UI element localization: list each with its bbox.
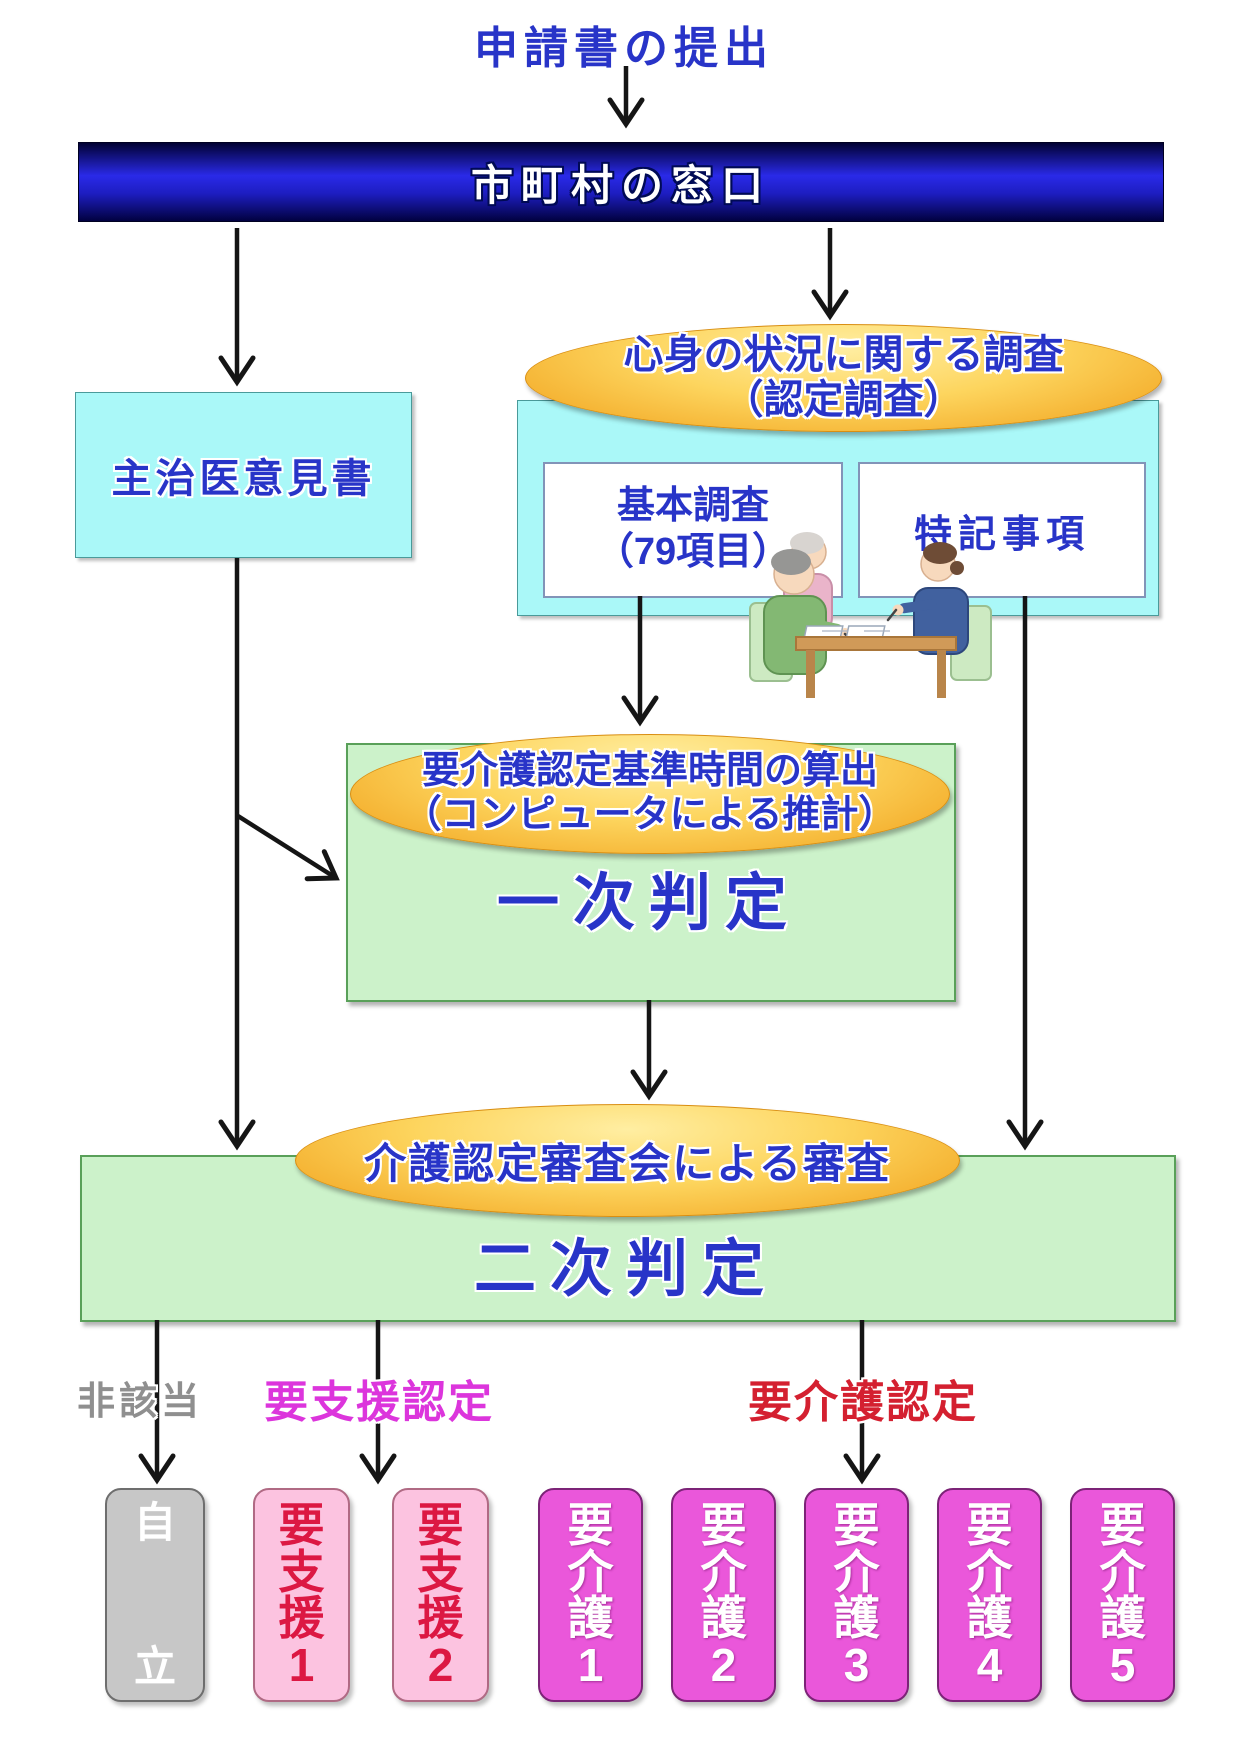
interview-illustration: [749, 532, 992, 698]
pill-character: 介: [966, 1545, 1013, 1598]
pill-character: 介: [833, 1545, 880, 1598]
pill-character: 要: [966, 1499, 1013, 1551]
pill-character: 5: [1109, 1638, 1136, 1691]
pill-character: 3: [843, 1638, 870, 1691]
pill-character: 護: [567, 1592, 614, 1645]
doctor-opinion-label: 主治医意見書: [111, 457, 376, 501]
pill-character: 要: [700, 1499, 747, 1551]
survey-oval-line2: （認定調査）: [723, 378, 964, 422]
calc-oval: 要介護認定基準時間の算出 （コンピュータによる推計）: [350, 734, 950, 854]
pill-character: 要: [833, 1499, 880, 1551]
pill-character: 護: [833, 1592, 880, 1645]
review-oval-label: 介護認定審査会による審査: [364, 1140, 891, 1187]
basic-survey-line2: （79項目）: [595, 531, 791, 573]
pill-character: 支: [417, 1545, 464, 1598]
pill-character: 支: [278, 1545, 325, 1598]
review-oval: 介護認定審査会による審査: [295, 1104, 960, 1217]
pill-character: 1: [288, 1638, 315, 1691]
pill-character: 護: [966, 1592, 1013, 1645]
outcome-label-care: 要介護認定: [748, 1378, 978, 1427]
pill-character: 介: [1099, 1545, 1146, 1598]
pill-character: 介: [567, 1545, 614, 1598]
pill-character: 2: [427, 1638, 454, 1691]
pill-character: 介: [700, 1545, 747, 1598]
pill-character: 護: [1099, 1592, 1146, 1645]
pill-character: 2: [710, 1638, 737, 1691]
secondary-judgment-label: 二次判定: [473, 1235, 778, 1304]
pill-character: 要: [567, 1499, 614, 1551]
pill-character: 立: [133, 1643, 176, 1690]
calc-oval-line2: （コンピュータによる推計）: [403, 794, 897, 836]
page-title: 申請書の提出: [474, 24, 774, 73]
pill-character: 援: [278, 1592, 325, 1645]
pill-character: 自: [133, 1499, 176, 1546]
pill-character: 要: [417, 1499, 464, 1551]
survey-oval-line1: 心身の状況に関する調査: [623, 333, 1064, 378]
pill-character: 護: [700, 1592, 747, 1645]
outcome-pill-independent: 自立: [105, 1488, 205, 1702]
pill-character: 1: [577, 1638, 604, 1691]
calc-oval-line1: 要介護認定基準時間の算出: [421, 750, 878, 793]
doctor-opinion-box: 主治医意見書: [75, 392, 412, 558]
pill-character: 4: [976, 1638, 1003, 1691]
basic-survey-box: 基本調査 （79項目）: [543, 462, 843, 598]
survey-oval: 心身の状況に関する調査 （認定調査）: [525, 324, 1162, 432]
special-notes-box: 特記事項: [858, 462, 1146, 598]
municipality-bar: 市町村の窓口: [78, 142, 1164, 222]
pill-character: 援: [417, 1592, 464, 1645]
outcome-label-support: 要支援認定: [264, 1378, 494, 1427]
municipality-bar-label: 市町村の窓口: [470, 161, 771, 209]
flow-arrow-doctor-to-primary: [236, 814, 340, 882]
outcome-label-not-applicable: 非該当: [76, 1381, 203, 1423]
primary-judgment-label: 一次判定: [496, 869, 801, 938]
table-icon: [795, 625, 957, 698]
pill-character: 要: [278, 1499, 325, 1551]
basic-survey-line1: 基本調査: [616, 485, 769, 528]
pill-character: 要: [1099, 1499, 1146, 1551]
